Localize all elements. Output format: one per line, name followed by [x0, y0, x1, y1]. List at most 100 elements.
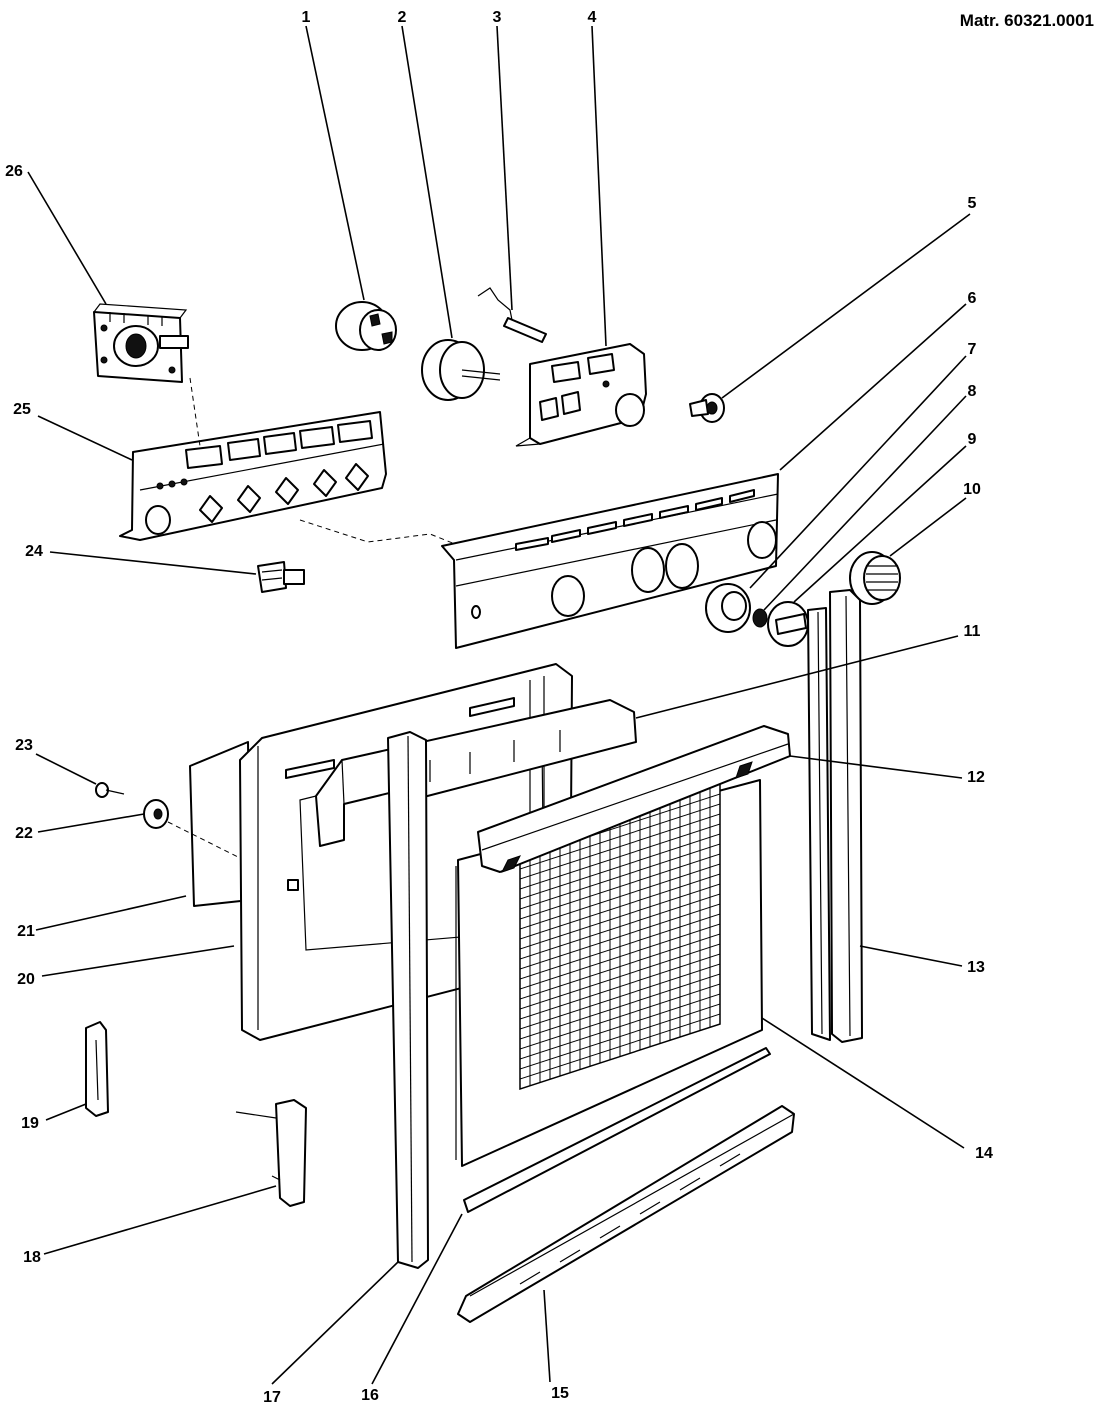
leader-line	[271, 1261, 399, 1385]
part-ref-10: 10	[963, 481, 981, 498]
leader-line	[591, 25, 607, 347]
assembly-guide-line	[189, 377, 201, 447]
motor-timer-icon	[421, 339, 501, 401]
leader-line	[27, 171, 107, 305]
part-ref-1: 1	[302, 9, 311, 26]
thermostat-knob-base-icon	[335, 301, 397, 351]
leader-line	[721, 213, 971, 399]
switch-bracket-icon	[515, 343, 647, 447]
door-hinge-icon	[235, 1099, 307, 1207]
screw-icon	[95, 782, 125, 798]
thermostat-probe-icon	[477, 287, 547, 343]
part-ref-18: 18	[23, 1249, 41, 1266]
mesh-line	[520, 993, 720, 1060]
mesh-line	[520, 833, 720, 900]
knob-spring-icon	[752, 608, 768, 628]
part-ref-8: 8	[968, 383, 977, 400]
mesh-line	[520, 963, 720, 1030]
leader-line	[35, 895, 187, 931]
leader-line	[305, 25, 365, 301]
part-ref-7: 7	[968, 341, 977, 358]
part-ref-15: 15	[551, 1385, 569, 1402]
leader-line	[371, 1213, 463, 1385]
mesh-line	[520, 913, 720, 980]
assembly-guide-line	[167, 821, 241, 859]
part-ref-9: 9	[968, 431, 977, 448]
part-ref-22: 22	[15, 825, 33, 842]
part-ref-11: 11	[964, 623, 981, 640]
leader-line	[401, 25, 453, 339]
part-ref-17: 17	[263, 1389, 281, 1403]
leader-lines	[27, 25, 971, 1385]
control-knob-icon	[767, 601, 809, 647]
control-panel-icon	[441, 473, 779, 649]
part-reference-labels: 1 2 3 4 5 6 7 8 9 10 11 12 13 14 15 16 1…	[5, 9, 993, 1403]
part-ref-19: 19	[21, 1115, 39, 1132]
part-ref-13: 13	[967, 959, 985, 976]
leader-line	[789, 755, 963, 779]
mesh-line	[520, 843, 720, 910]
mesh-line	[520, 823, 720, 890]
mesh-line	[520, 923, 720, 990]
door-glass-icon	[455, 773, 763, 1167]
mesh-line	[520, 903, 720, 970]
part-ref-23: 23	[15, 737, 33, 754]
part-ref-2: 2	[398, 9, 407, 26]
part-ref-25: 25	[13, 401, 31, 418]
washer-icon	[143, 799, 169, 829]
mesh-line	[520, 873, 720, 940]
leader-line	[889, 497, 967, 557]
part-ref-4: 4	[588, 9, 597, 26]
leader-line	[859, 945, 963, 967]
leader-line	[779, 303, 967, 471]
mesh-line	[520, 933, 720, 1000]
leader-line	[763, 395, 967, 611]
part-ref-14: 14	[975, 1145, 993, 1162]
assembly-guide-line	[299, 519, 461, 547]
part-ref-26: 26	[5, 163, 23, 180]
leader-line	[635, 635, 959, 719]
part-ref-12: 12	[967, 769, 985, 786]
leader-line	[793, 445, 967, 603]
mesh-line	[520, 803, 720, 870]
leader-line	[43, 1185, 277, 1255]
side-profile-right-icon	[807, 589, 863, 1043]
mesh-line	[520, 943, 720, 1010]
mesh-line	[520, 893, 720, 960]
push-switch-icon	[257, 561, 305, 593]
selector-switch-icon	[93, 303, 189, 383]
mesh-line	[520, 853, 720, 920]
knob-bezel-icon	[705, 583, 751, 633]
side-profile-left-icon	[387, 731, 429, 1269]
bottom-vent-profile-icon	[457, 1105, 795, 1323]
leader-line	[45, 1103, 87, 1121]
leader-line	[49, 551, 257, 575]
mesh-line	[520, 813, 720, 880]
mesh-line	[520, 983, 720, 1050]
mesh-line	[520, 1013, 720, 1080]
part-ref-24: 24	[25, 543, 43, 560]
switch-panel-icon	[119, 411, 387, 541]
leader-line	[37, 813, 145, 833]
leader-line	[761, 1017, 965, 1149]
hinge-bracket-icon	[85, 1021, 109, 1117]
mesh-line	[520, 973, 720, 1040]
part-ref-16: 16	[361, 1387, 379, 1403]
leader-line	[35, 753, 97, 785]
part-ref-21: 21	[17, 923, 35, 940]
leader-line	[41, 945, 235, 977]
mesh-line	[520, 883, 720, 950]
lamp-holder-icon	[689, 393, 725, 423]
part-ref-6: 6	[968, 290, 977, 307]
mesh-line	[520, 953, 720, 1020]
glass-seal-strip-icon	[463, 1047, 771, 1213]
part-ref-5: 5	[968, 195, 977, 212]
part-ref-3: 3	[493, 9, 502, 26]
leader-line	[749, 355, 967, 589]
mesh-line	[520, 863, 720, 930]
material-code: Matr. 60321.0001	[960, 11, 1094, 30]
part-ref-20: 20	[17, 971, 35, 988]
mesh-line	[520, 1003, 720, 1070]
vent-grille-icon	[849, 551, 901, 605]
